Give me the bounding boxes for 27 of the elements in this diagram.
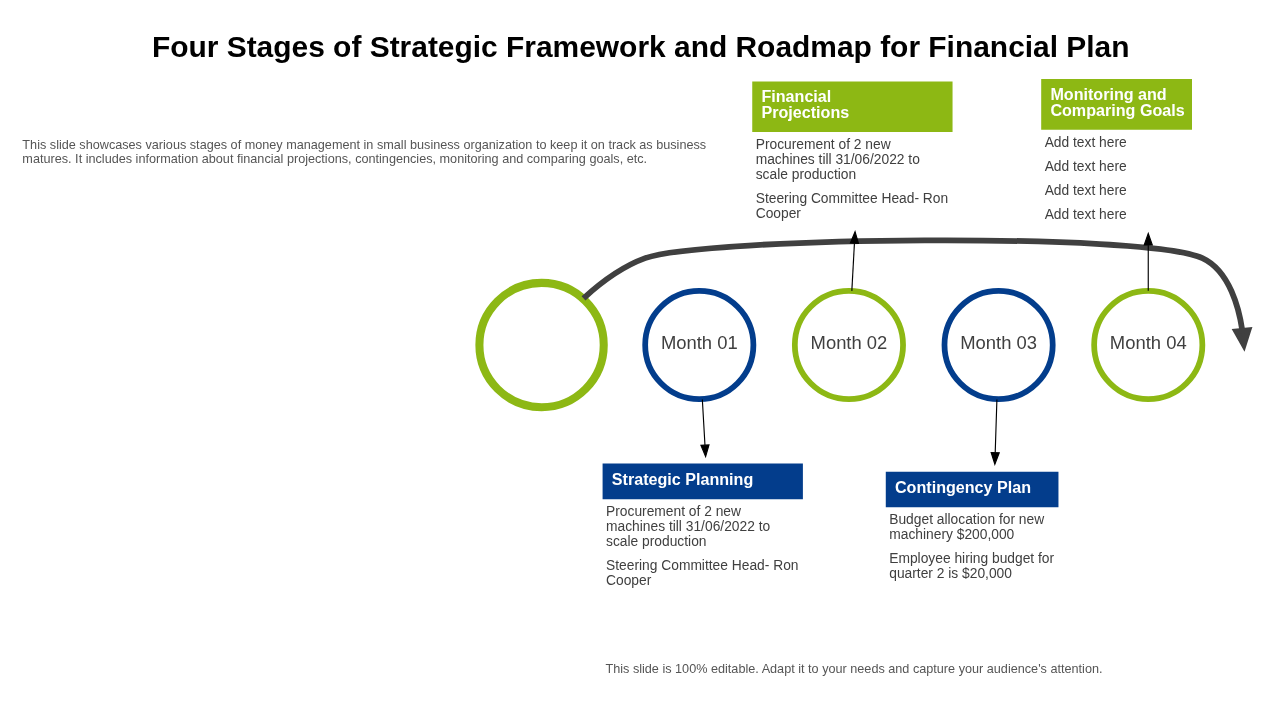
arrow (1143, 231, 1154, 292)
node-label: Add text here (1044, 133, 1127, 150)
node-label: Budget allocation for new machinery $200,000 (889, 511, 1045, 543)
node-box: Contingency Plan (885, 471, 1059, 508)
arrow (990, 398, 1001, 466)
arrow (700, 398, 710, 459)
node-label: Employee hiring budget for quarter 2 is $20,000 (889, 550, 1055, 582)
node-label: Add text here (1044, 206, 1127, 223)
arrow (849, 230, 860, 292)
node-box: Monitoring and Comparing Goals (1041, 79, 1192, 130)
node-circle: Month 02 (791, 288, 906, 402)
label: This slide is 100% editable. Adapt it to your needs and capture your audience's attention. (605, 661, 1103, 676)
node-circle (475, 278, 608, 412)
node-label: Procurement of 2 new machines till 31/06/2022 to scale production (606, 503, 771, 550)
node-box: Financial Projections (752, 81, 953, 133)
diagram-title: Four Stages of Strategic Framework and Roadmap for Financial Plan (151, 30, 1130, 63)
node-circle: Month 01 (642, 288, 757, 402)
node-circle: Month 03 (941, 288, 1056, 402)
node-label: Procurement of 2 new machines till 31/06/2022 to scale production (755, 135, 920, 182)
node-label: Add text here (1044, 157, 1127, 174)
node-label: Steering Committee Head- Ron Cooper (606, 557, 799, 589)
node-label: Steering Committee Head- Ron Cooper (755, 189, 949, 221)
label: This slide showcases various stages of money management in small business organization to keep it on track as business matures. It includes information about financial projections, contingencies, monitoring and comparing goals, etc. (22, 138, 707, 166)
node-circle: Month 04 (1091, 288, 1206, 402)
arrow (581, 237, 1253, 352)
node-box: Strategic Planning (602, 463, 803, 500)
node-label: Add text here (1044, 181, 1127, 198)
